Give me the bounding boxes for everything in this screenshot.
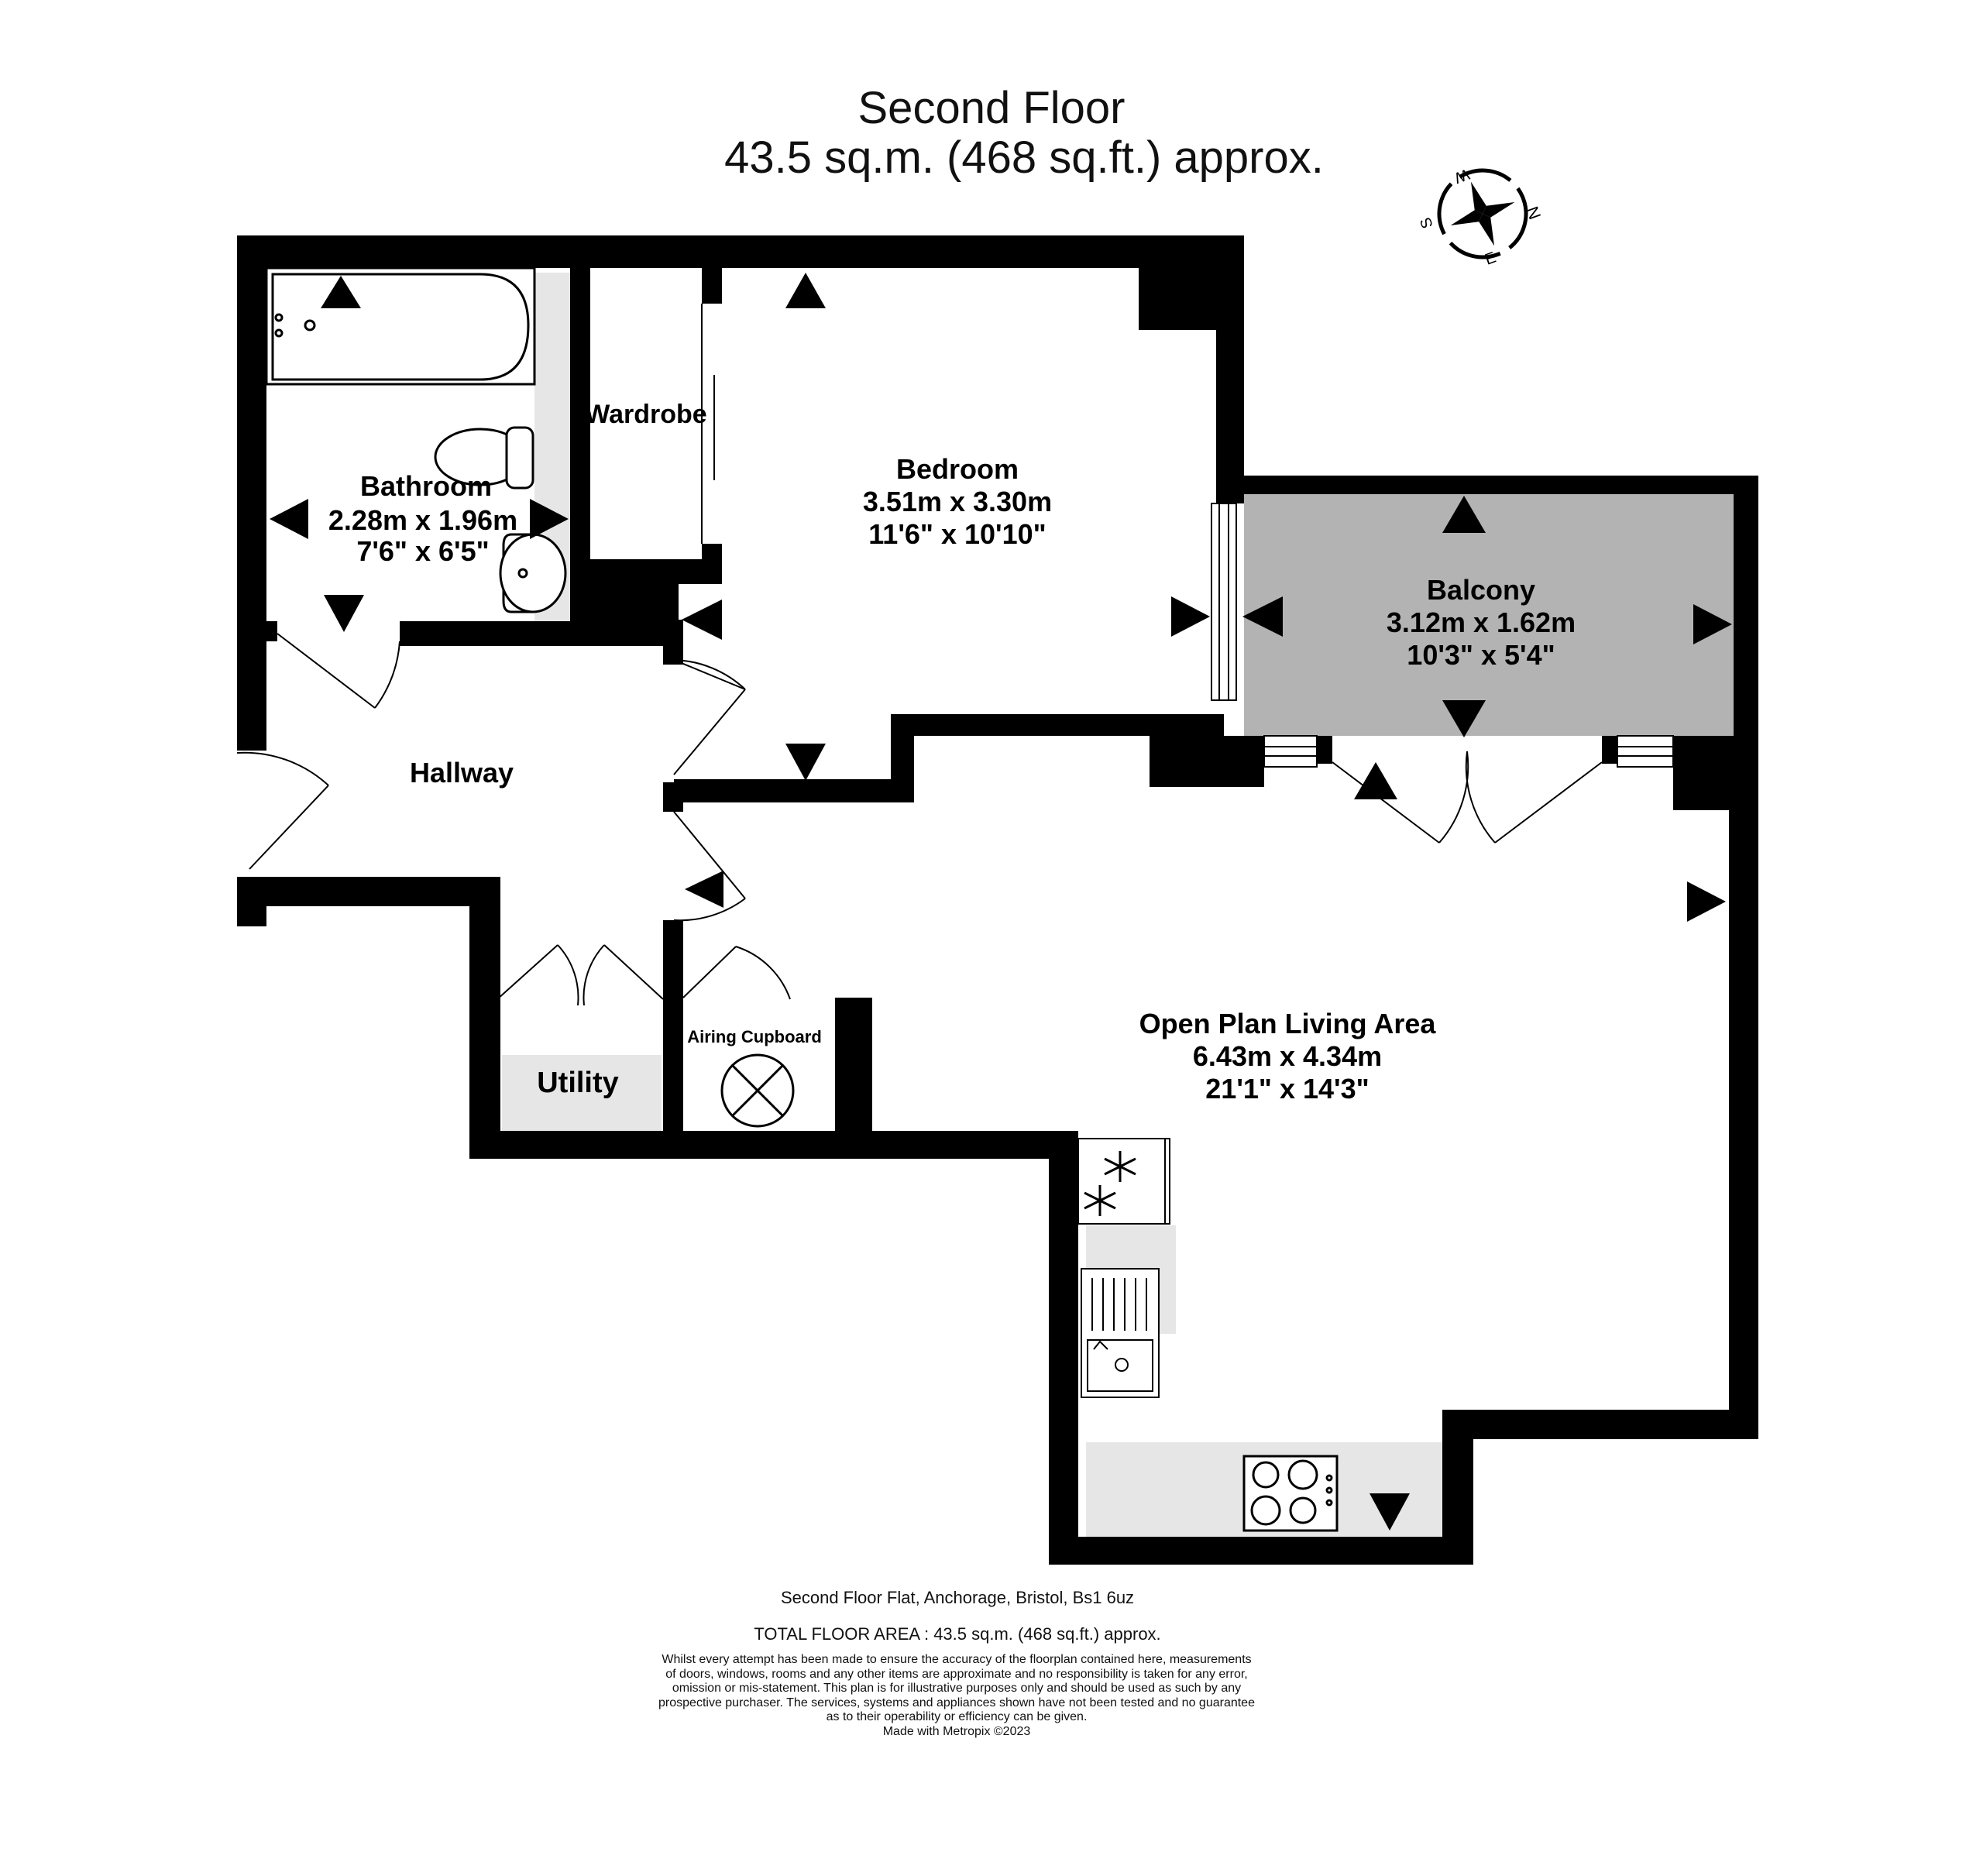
bedroom-window — [1211, 503, 1237, 701]
arrow-up-icon — [321, 276, 361, 308]
arrow-up-icon — [785, 273, 826, 308]
measurement-arrows — [270, 273, 1732, 1531]
bathtub — [265, 266, 536, 386]
disclaimer-line: of doors, windows, rooms and any other i… — [665, 1667, 1248, 1681]
living-name: Open Plan Living Area — [1139, 1008, 1437, 1039]
airing-cupboard-name: Airing Cupboard — [687, 1027, 822, 1046]
compass-south: S — [1417, 215, 1436, 231]
snowflake-icon — [1084, 1185, 1116, 1216]
arrow-up-icon — [1354, 762, 1397, 799]
compass-east: E — [1483, 249, 1498, 268]
arrow-down-icon — [1370, 1493, 1410, 1531]
arrow-down-icon — [1442, 700, 1486, 737]
wardrobe-name: Wardrobe — [585, 400, 706, 429]
floor-area: 43.5 sq.m. (468 sq.ft.) approx. — [724, 132, 1324, 183]
boiler-symbol — [720, 1053, 795, 1128]
walls — [237, 235, 1758, 1565]
compass-west: W — [1452, 165, 1471, 186]
toilet — [434, 426, 534, 490]
bedroom-imperial: 11'6" x 10'10" — [868, 518, 1046, 550]
arrow-left-icon — [270, 499, 308, 539]
room-labels: Bathroom 2.28m x 1.96m 7'6" x 6'5" Wardr… — [328, 400, 1576, 1105]
arrow-right-icon — [530, 499, 569, 539]
footer-credit: Made with Metropix ©2023 — [882, 1724, 1031, 1738]
disclaimer-line: prospective purchaser. The services, sys… — [658, 1696, 1255, 1709]
arrow-right-icon — [1693, 604, 1732, 644]
bathroom-name: Bathroom — [360, 470, 492, 502]
living-metric: 6.43m x 4.34m — [1193, 1040, 1382, 1072]
arrow-down-icon — [785, 744, 826, 781]
bedroom-metric: 3.51m x 3.30m — [863, 486, 1052, 517]
balcony-floor — [1244, 491, 1744, 736]
living-imperial: 21'1" x 14'3" — [1205, 1073, 1369, 1105]
balcony-name: Balcony — [1427, 574, 1535, 606]
balcony-window-left — [1263, 735, 1318, 768]
disclaimer-line: as to their operability or efficiency ca… — [826, 1710, 1088, 1723]
footer-address: Second Floor Flat, Anchorage, Bristol, B… — [780, 1588, 1135, 1607]
bathroom-metric: 2.28m x 1.96m — [328, 504, 517, 536]
utility-name: Utility — [537, 1067, 619, 1099]
arrow-left-icon — [685, 871, 723, 908]
balcony-window-right — [1617, 735, 1674, 768]
kitchen-sink — [1081, 1268, 1160, 1398]
arrow-left-icon — [682, 600, 722, 640]
arrow-up-icon — [1442, 496, 1486, 533]
disclaimer-line: Whilst every attempt has been made to en… — [662, 1653, 1252, 1666]
balcony-metric: 3.12m x 1.62m — [1387, 606, 1576, 638]
hallway-name: Hallway — [410, 757, 514, 789]
floor-title: Second Floor — [857, 83, 1126, 133]
footer-total-area: TOTAL FLOOR AREA : 43.5 sq.m. (468 sq.ft… — [754, 1624, 1161, 1644]
disclaimer-line: omission or mis-statement. This plan is … — [672, 1682, 1242, 1695]
balcony-imperial: 10'3" x 5'4" — [1407, 639, 1555, 671]
arrow-left-icon — [1242, 596, 1283, 637]
footer-disclaimer: Whilst every attempt has been made to en… — [0, 1653, 1913, 1739]
arrow-down-icon — [324, 595, 364, 632]
arrow-right-icon — [1171, 596, 1210, 637]
wash-basin — [499, 533, 567, 613]
bathroom-imperial: 7'6" x 6'5" — [356, 535, 489, 567]
snowflake-icon — [1104, 1151, 1136, 1182]
windows — [1211, 503, 1674, 768]
door-swings — [236, 304, 1603, 1006]
bedroom-name: Bedroom — [896, 453, 1019, 485]
compass-rose-icon — [1437, 168, 1528, 259]
hob — [1242, 1455, 1339, 1532]
fridge-freezer — [1077, 1138, 1170, 1225]
arrow-right-icon — [1687, 881, 1726, 922]
